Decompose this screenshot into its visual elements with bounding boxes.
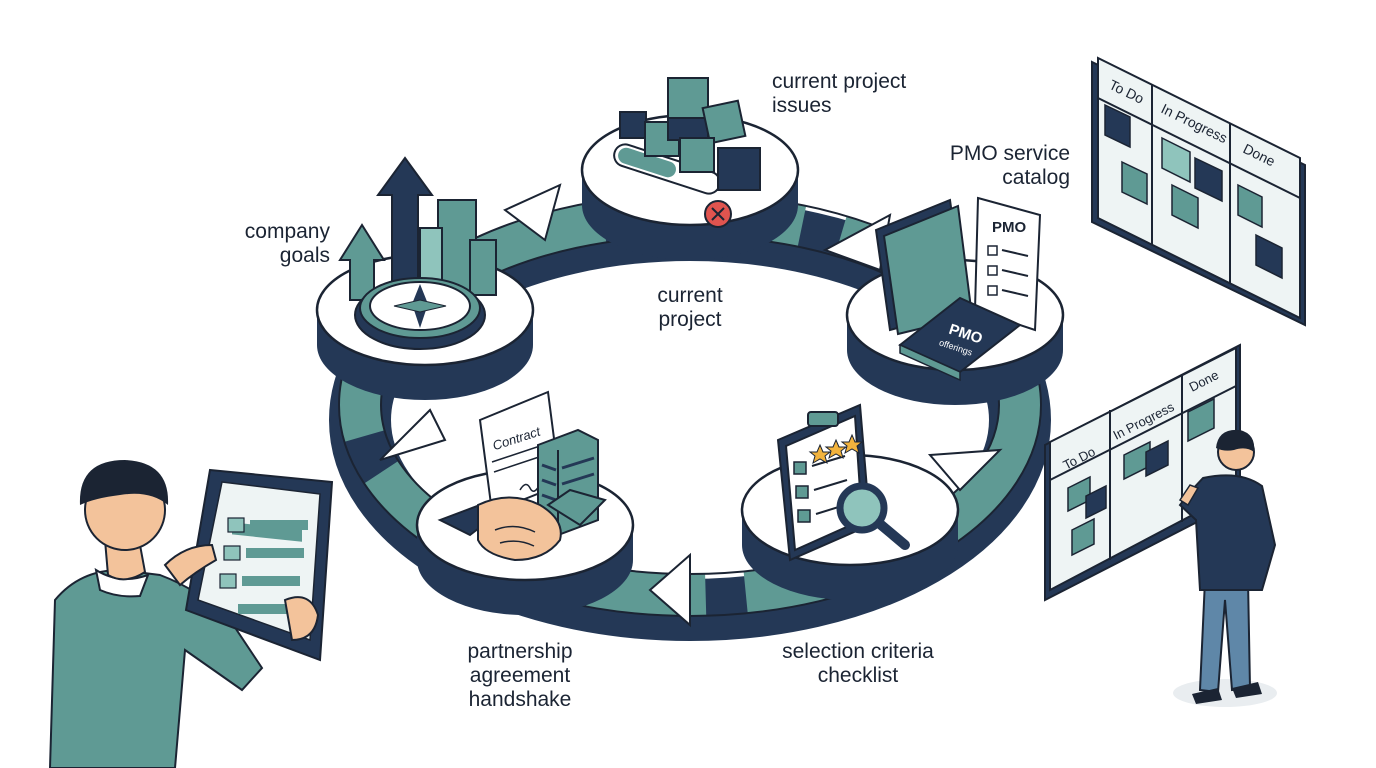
compass-icon	[354, 277, 486, 350]
kanban-card	[1071, 517, 1095, 557]
magnifier-icon	[836, 482, 910, 550]
kanban-card	[1187, 397, 1215, 443]
star-icon	[824, 438, 848, 460]
kanban-card	[1171, 183, 1199, 230]
platform-partnership: Contract	[415, 390, 635, 615]
label-selection-checklist: selection criteria checklist	[782, 640, 934, 687]
handshake-icon	[437, 488, 607, 562]
catalog-card-icon: PMO	[973, 196, 1042, 332]
label-company-goals: company goals	[244, 220, 330, 267]
kanban-board-bottom: To Do In Progress Done	[1044, 343, 1241, 602]
person-with-tablet	[48, 460, 334, 768]
kanban-board-top: To Do In Progress Done	[1091, 56, 1306, 327]
person-at-board	[1173, 429, 1277, 707]
kanban-card	[1085, 484, 1107, 520]
blocks-icon	[619, 77, 761, 191]
kanban-card	[1104, 103, 1131, 149]
platform-selection-checklist	[740, 403, 960, 600]
arrow-head-icon	[379, 408, 447, 461]
label-project-issues: current project issues	[772, 70, 907, 117]
arrow-head-icon	[503, 183, 562, 242]
platform-project-issues	[580, 77, 800, 260]
label-partnership: partnership agreement handshake	[467, 640, 573, 711]
kanban-card	[1121, 160, 1148, 206]
arrow-up-icon	[376, 156, 434, 291]
folder-icon	[874, 198, 974, 336]
arrow-head-icon	[927, 448, 1003, 492]
center-label: current project	[657, 284, 723, 331]
kanban-card	[1237, 183, 1263, 229]
platform-pmo-catalog: PMO PMO offerings	[845, 196, 1065, 405]
arrow-head-icon	[648, 552, 691, 628]
kanban-card	[1194, 156, 1223, 203]
kanban-card	[1145, 439, 1169, 478]
platform-company-goals	[315, 156, 535, 400]
star-icon	[808, 443, 832, 465]
pmo-book-icon: PMO offerings	[898, 296, 1022, 382]
star-icon	[840, 433, 864, 455]
catalog-card-title: PMO	[992, 219, 1027, 236]
kanban-card	[1255, 233, 1283, 280]
kanban-card	[1161, 136, 1191, 184]
label-pmo-catalog: PMO service catalog	[949, 142, 1070, 189]
